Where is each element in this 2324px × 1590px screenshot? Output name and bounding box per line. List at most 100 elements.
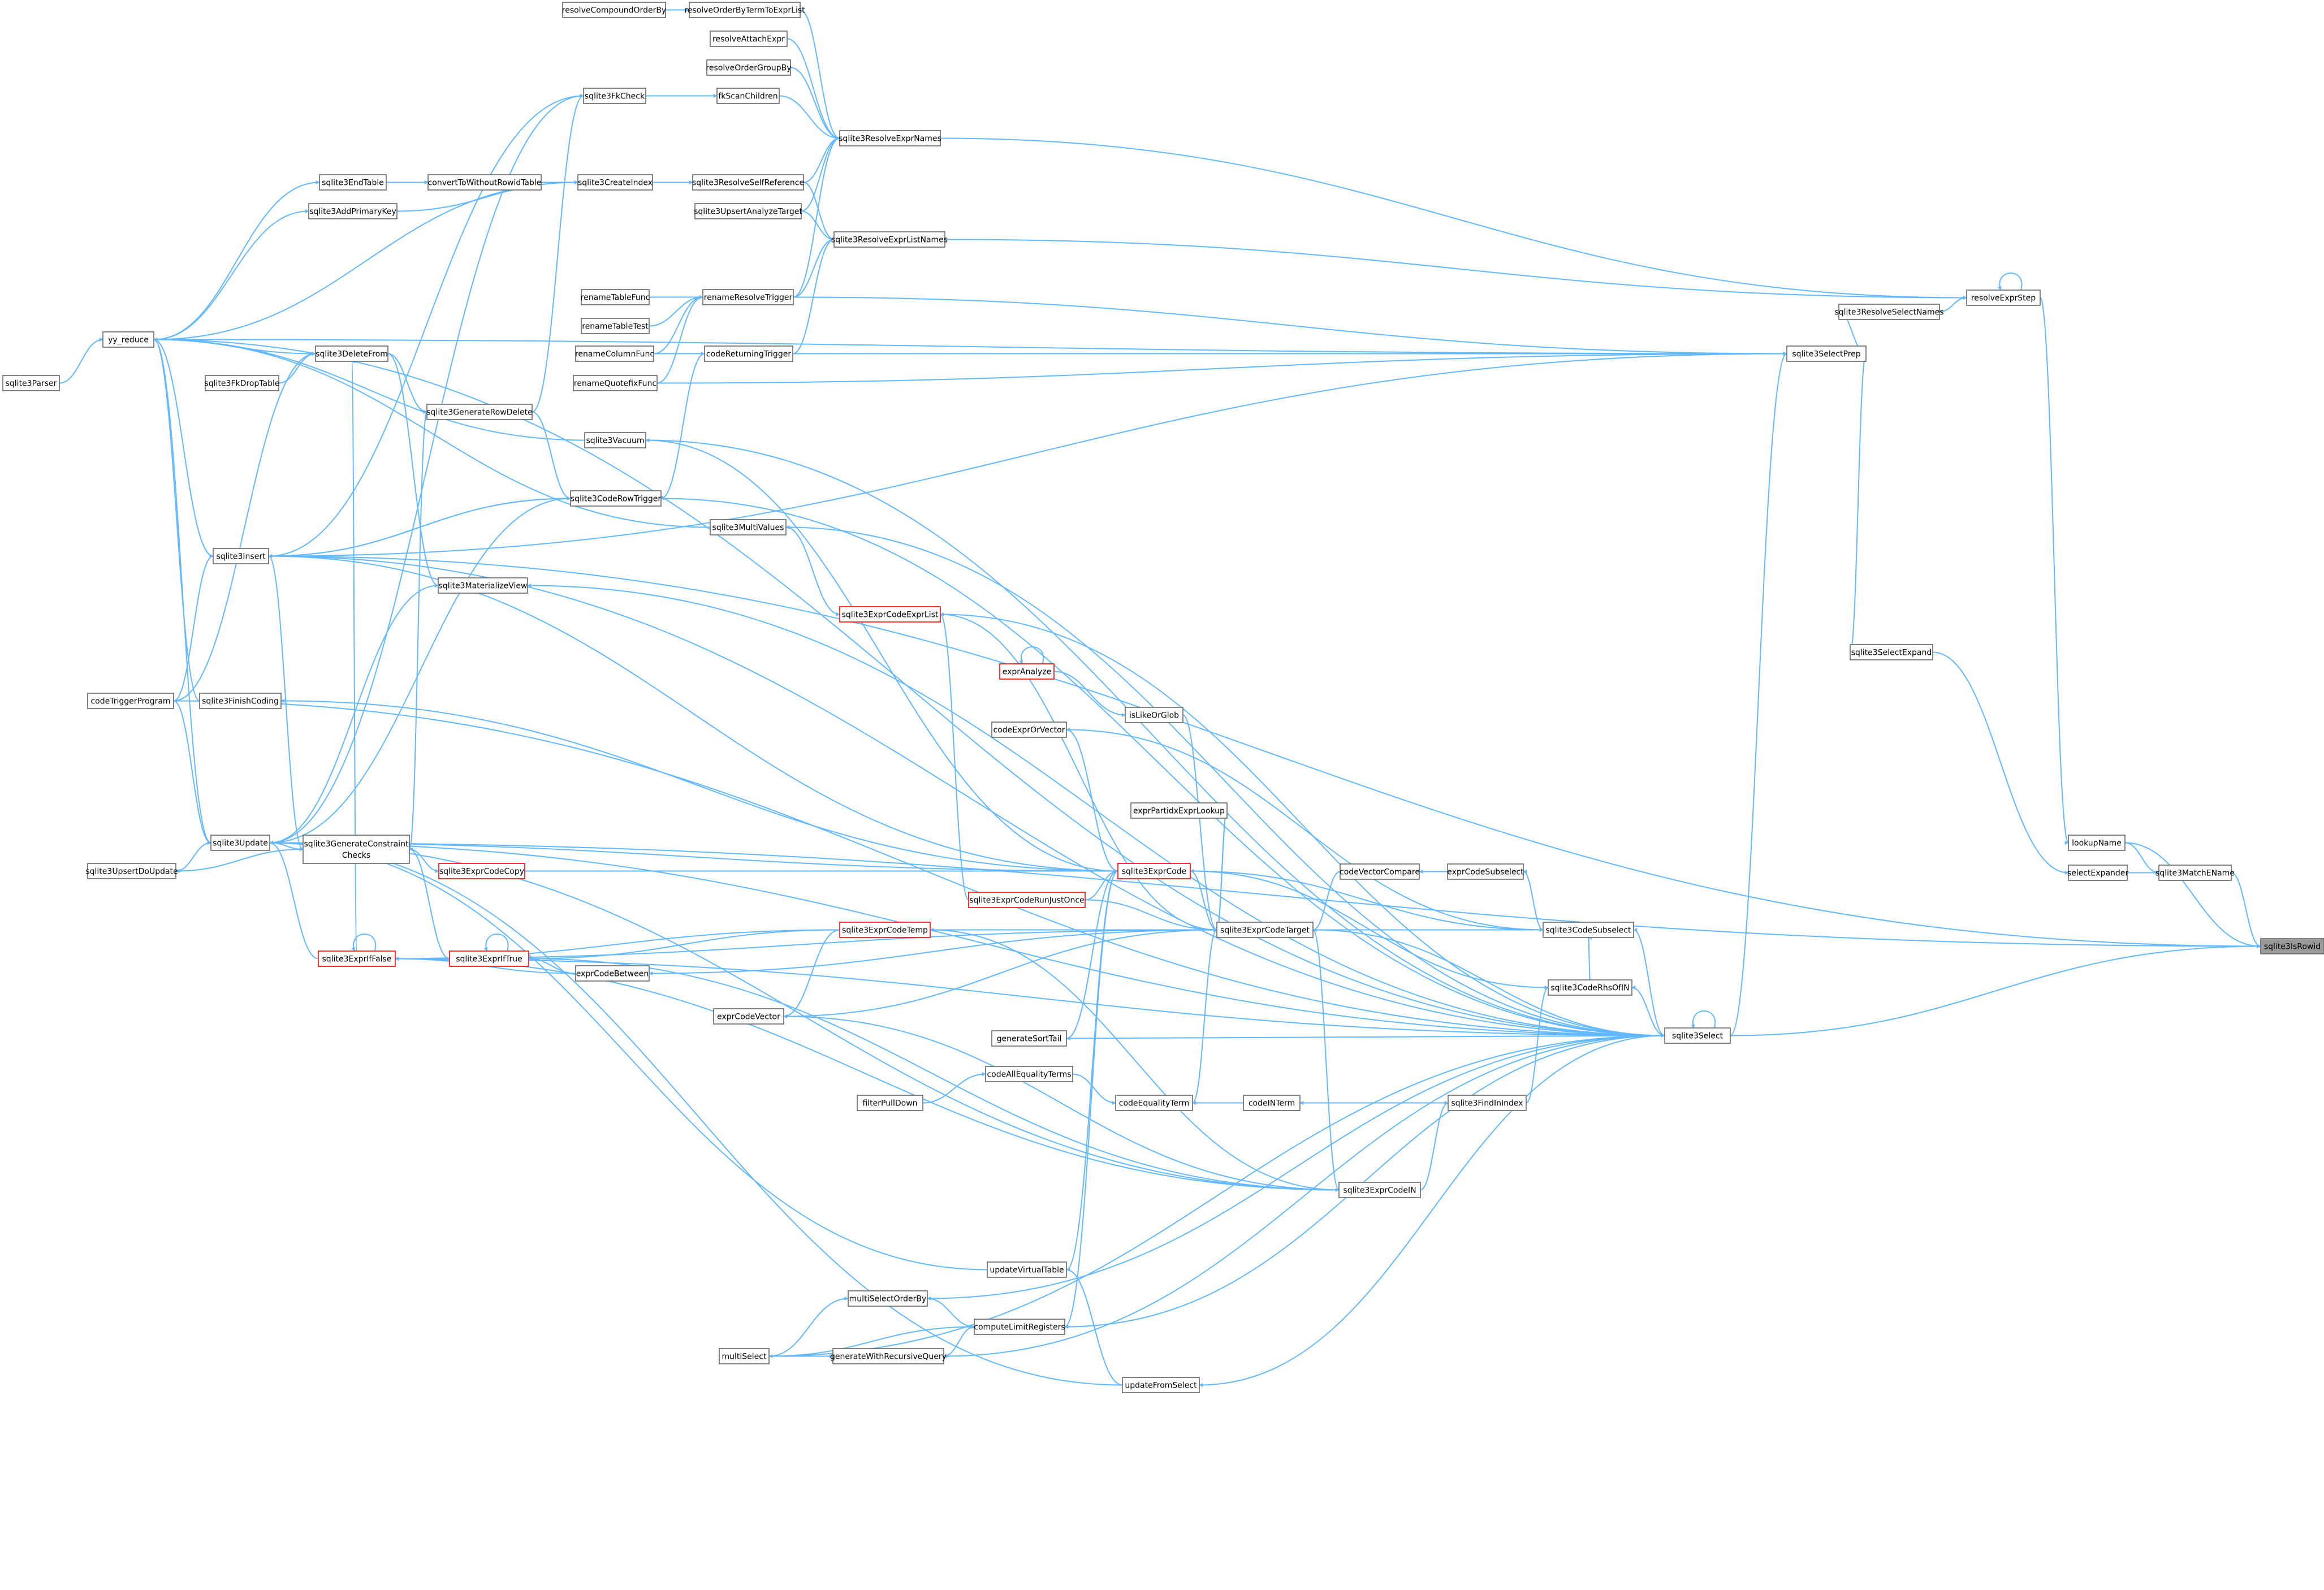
- node-sqlite3CodeSubselect[interactable]: sqlite3CodeSubselect: [1543, 922, 1634, 938]
- node-box-sqlite3ExprIfTrue[interactable]: [449, 950, 529, 967]
- node-box-sqlite3ResolveSelfReference[interactable]: [692, 174, 804, 191]
- node-sqlite3ResolveExprNames[interactable]: sqlite3ResolveExprNames: [839, 130, 941, 146]
- node-resolveCompoundOrderBy[interactable]: resolveCompoundOrderBy: [562, 2, 666, 18]
- node-box-sqlite3CodeSubselect[interactable]: [1543, 922, 1634, 938]
- node-box-sqlite3ExprIfFalse[interactable]: [318, 950, 396, 967]
- node-box-sqlite3MaterializeView[interactable]: [438, 577, 528, 594]
- node-box-fkScanChildren[interactable]: [716, 88, 780, 104]
- node-convertToWithoutRowidTable[interactable]: convertToWithoutRowidTable: [427, 174, 542, 191]
- node-sqlite3IsRowid[interactable]: sqlite3IsRowid: [2260, 938, 2324, 954]
- node-box-sqlite3CodeRhsOfIN[interactable]: [1548, 979, 1632, 996]
- node-sqlite3CodeRhsOfIN[interactable]: sqlite3CodeRhsOfIN: [1548, 979, 1632, 996]
- node-sqlite3ResolveSelectNames[interactable]: sqlite3ResolveSelectNames: [1834, 304, 1944, 320]
- node-box-multiSelectOrderBy[interactable]: [848, 1290, 928, 1307]
- node-box-sqlite3FkDropTable[interactable]: [205, 375, 279, 391]
- node-sqlite3ExprIfTrue[interactable]: sqlite3ExprIfTrue: [449, 950, 529, 967]
- node-sqlite3SelectPrep[interactable]: sqlite3SelectPrep: [1786, 345, 1867, 362]
- node-sqlite3ExprCodeIN[interactable]: sqlite3ExprCodeIN: [1338, 1182, 1421, 1198]
- node-resolveAttachExpr[interactable]: resolveAttachExpr: [710, 31, 788, 47]
- node-box-sqlite3Update[interactable]: [210, 835, 270, 851]
- node-box-resolveCompoundOrderBy[interactable]: [562, 2, 666, 18]
- node-box-exprAnalyze[interactable]: [999, 663, 1055, 680]
- node-box-codeAllEqualityTerms[interactable]: [985, 1066, 1073, 1082]
- node-box-sqlite3UpsertAnalyzeTarget[interactable]: [694, 203, 802, 219]
- node-box-sqlite3GenerateConstraintChecks[interactable]: [303, 835, 410, 864]
- node-box-yy_reduce[interactable]: [102, 331, 154, 348]
- node-sqlite3ExprIfFalse[interactable]: sqlite3ExprIfFalse: [318, 950, 396, 967]
- node-sqlite3MultiValues[interactable]: sqlite3MultiValues: [710, 519, 787, 535]
- node-sqlite3SelectExpand[interactable]: sqlite3SelectExpand: [1850, 644, 1933, 660]
- node-box-multiSelect[interactable]: [719, 1348, 770, 1364]
- node-sqlite3Update[interactable]: sqlite3Update: [210, 835, 270, 851]
- node-sqlite3UpsertDoUpdate[interactable]: sqlite3UpsertDoUpdate: [85, 863, 178, 879]
- node-sqlite3UpsertAnalyzeTarget[interactable]: sqlite3UpsertAnalyzeTarget: [694, 203, 802, 219]
- node-box-renameTableTest[interactable]: [581, 318, 650, 334]
- node-box-sqlite3FinishCoding[interactable]: [199, 693, 282, 709]
- node-sqlite3DeleteFrom[interactable]: sqlite3DeleteFrom: [315, 345, 388, 362]
- node-box-updateFromSelect[interactable]: [1122, 1377, 1200, 1393]
- node-sqlite3FkDropTable[interactable]: sqlite3FkDropTable: [204, 375, 280, 391]
- node-box-resolveOrderByTermToExprList[interactable]: [689, 2, 801, 18]
- node-box-computeLimitRegisters[interactable]: [974, 1319, 1065, 1335]
- node-box-resolveAttachExpr[interactable]: [710, 31, 788, 47]
- node-box-sqlite3ResolveExprListNames[interactable]: [833, 231, 945, 248]
- node-updateVirtualTable[interactable]: updateVirtualTable: [987, 1261, 1067, 1278]
- node-box-sqlite3MultiValues[interactable]: [710, 519, 787, 535]
- node-box-sqlite3CreateIndex[interactable]: [577, 174, 653, 191]
- node-box-sqlite3DeleteFrom[interactable]: [315, 345, 388, 362]
- node-sqlite3MaterializeView[interactable]: sqlite3MaterializeView: [438, 577, 528, 594]
- node-fkScanChildren[interactable]: fkScanChildren: [716, 88, 780, 104]
- node-box-sqlite3ResolveSelectNames[interactable]: [1838, 304, 1940, 320]
- node-box-filterPullDown[interactable]: [857, 1095, 923, 1111]
- node-renameTableFunc[interactable]: renameTableFunc: [581, 289, 650, 305]
- node-sqlite3EndTable[interactable]: sqlite3EndTable: [319, 174, 387, 191]
- node-box-codeReturningTrigger[interactable]: [704, 345, 793, 362]
- node-box-sqlite3ExprCode[interactable]: [1117, 863, 1191, 879]
- node-box-isLikeOrGlob[interactable]: [1125, 707, 1183, 723]
- node-box-renameResolveTrigger[interactable]: [702, 289, 794, 305]
- node-sqlite3Vacuum[interactable]: sqlite3Vacuum: [584, 432, 646, 448]
- node-sqlite3AddPrimaryKey[interactable]: sqlite3AddPrimaryKey: [308, 203, 398, 219]
- node-yy_reduce[interactable]: yy_reduce: [102, 331, 154, 348]
- node-codeEqualityTerm[interactable]: codeEqualityTerm: [1115, 1095, 1193, 1111]
- node-box-sqlite3ExprCodeTarget[interactable]: [1216, 922, 1314, 938]
- node-box-sqlite3ExprCodeRunJustOnce[interactable]: [968, 892, 1086, 908]
- node-sqlite3ExprCodeTemp[interactable]: sqlite3ExprCodeTemp: [839, 922, 931, 938]
- node-box-updateVirtualTable[interactable]: [987, 1261, 1067, 1278]
- node-box-codeEqualityTerm[interactable]: [1115, 1095, 1193, 1111]
- node-selectExpander[interactable]: selectExpander: [2067, 865, 2129, 881]
- node-renameTableTest[interactable]: renameTableTest: [581, 318, 650, 334]
- node-resolveOrderByTermToExprList[interactable]: resolveOrderByTermToExprList: [684, 2, 805, 18]
- node-generateSortTail[interactable]: generateSortTail: [991, 1030, 1067, 1047]
- node-box-generateSortTail[interactable]: [991, 1030, 1067, 1047]
- node-sqlite3ExprCodeExprList[interactable]: sqlite3ExprCodeExprList: [839, 606, 941, 623]
- node-sqlite3MatchEName[interactable]: sqlite3MatchEName: [2155, 865, 2235, 881]
- node-sqlite3CodeRowTrigger[interactable]: sqlite3CodeRowTrigger: [570, 490, 662, 507]
- node-box-sqlite3Vacuum[interactable]: [584, 432, 646, 448]
- node-box-sqlite3Insert[interactable]: [213, 548, 269, 564]
- node-box-sqlite3SelectExpand[interactable]: [1850, 644, 1933, 660]
- node-box-lookupName[interactable]: [2068, 835, 2126, 851]
- node-box-exprCodeBetween[interactable]: [575, 965, 650, 982]
- node-sqlite3Parser[interactable]: sqlite3Parser: [2, 375, 60, 391]
- node-box-generateWithRecursiveQuery[interactable]: [832, 1348, 944, 1364]
- node-box-resolveOrderGroupBy[interactable]: [706, 59, 791, 76]
- node-sqlite3ResolveExprListNames[interactable]: sqlite3ResolveExprListNames: [831, 231, 948, 248]
- node-sqlite3ExprCode[interactable]: sqlite3ExprCode: [1117, 863, 1191, 879]
- node-box-exprCodeVector[interactable]: [713, 1008, 784, 1025]
- node-sqlite3ExprCodeCopy[interactable]: sqlite3ExprCodeCopy: [438, 863, 525, 879]
- node-box-codeINTerm[interactable]: [1243, 1095, 1301, 1111]
- node-box-sqlite3ExprCodeCopy[interactable]: [438, 863, 525, 879]
- node-sqlite3ExprCodeRunJustOnce[interactable]: sqlite3ExprCodeRunJustOnce: [968, 892, 1086, 908]
- node-sqlite3FinishCoding[interactable]: sqlite3FinishCoding: [199, 693, 282, 709]
- node-box-sqlite3EndTable[interactable]: [319, 174, 387, 191]
- node-box-sqlite3ExprCodeExprList[interactable]: [839, 606, 941, 623]
- node-computeLimitRegisters[interactable]: computeLimitRegisters: [974, 1319, 1065, 1335]
- node-sqlite3FindInIndex[interactable]: sqlite3FindInIndex: [1448, 1095, 1527, 1111]
- node-multiSelect[interactable]: multiSelect: [719, 1348, 770, 1364]
- node-box-sqlite3ExprCodeIN[interactable]: [1338, 1182, 1421, 1198]
- node-box-codeExprOrVector[interactable]: [991, 721, 1067, 738]
- node-codeAllEqualityTerms[interactable]: codeAllEqualityTerms: [985, 1066, 1073, 1082]
- node-sqlite3ExprCodeTarget[interactable]: sqlite3ExprCodeTarget: [1216, 922, 1314, 938]
- node-box-sqlite3SelectPrep[interactable]: [1786, 345, 1867, 362]
